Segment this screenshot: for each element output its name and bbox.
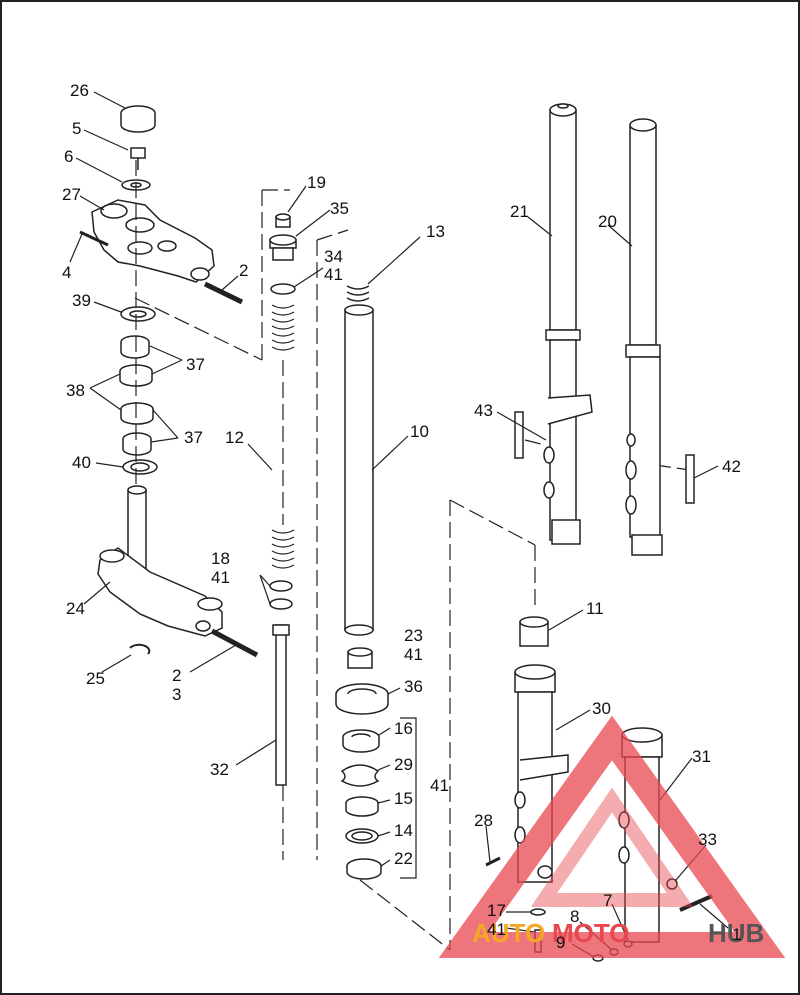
part-label-17: 17 bbox=[487, 901, 506, 920]
part-label-36: 36 bbox=[404, 677, 423, 696]
part-label-20: 20 bbox=[598, 212, 617, 231]
part-label-37-upper: 37 bbox=[186, 355, 205, 374]
part-label-5: 5 bbox=[72, 119, 81, 138]
part-label-12: 12 bbox=[225, 428, 244, 447]
upper-bracket-group bbox=[79, 105, 259, 658]
watermark-logo bbox=[438, 715, 786, 958]
part-label-27: 27 bbox=[62, 185, 81, 204]
part-label-37-lower: 37 bbox=[184, 428, 203, 447]
part-label-16: 16 bbox=[394, 719, 413, 738]
part-label-2-upper: 2 bbox=[239, 261, 248, 280]
part-label-8: 8 bbox=[570, 907, 579, 926]
part-label-3: 3 bbox=[172, 685, 181, 704]
part-label-39: 39 bbox=[72, 291, 91, 310]
part-label-29: 29 bbox=[394, 755, 413, 774]
part-label-9: 9 bbox=[556, 933, 565, 952]
watermark-text-moto: MOTO bbox=[552, 918, 630, 948]
part-label-1: 1 bbox=[732, 925, 741, 944]
part-label-22: 22 bbox=[394, 849, 413, 868]
part-label-7: 7 bbox=[603, 891, 612, 910]
part-label-13: 13 bbox=[426, 222, 445, 241]
part-label-34: 34 bbox=[324, 247, 343, 266]
part-label-28: 28 bbox=[474, 811, 493, 830]
part-label-14: 14 bbox=[394, 821, 413, 840]
part-label-32: 32 bbox=[210, 760, 229, 779]
watermark-text-hub: HUB bbox=[708, 918, 764, 948]
part-label-41-b: 41 bbox=[211, 568, 230, 587]
part-label-4: 4 bbox=[62, 263, 71, 282]
watermark-text-auto: AUTO bbox=[472, 918, 545, 948]
part-label-23: 23 bbox=[404, 626, 423, 645]
part-label-31: 31 bbox=[692, 747, 711, 766]
guide-lines bbox=[134, 160, 691, 951]
part-label-26: 26 bbox=[70, 81, 89, 100]
part-label-40: 40 bbox=[72, 453, 91, 472]
part-label-41-a: 41 bbox=[324, 265, 343, 284]
part-label-21: 21 bbox=[510, 202, 529, 221]
part-label-6: 6 bbox=[64, 147, 73, 166]
part-label-25: 25 bbox=[86, 669, 105, 688]
part-label-41-c: 41 bbox=[404, 645, 423, 664]
part-label-2-lower: 2 bbox=[172, 666, 181, 685]
part-label-11: 11 bbox=[586, 599, 604, 618]
leader-lines bbox=[69, 91, 729, 958]
part-label-15: 15 bbox=[394, 789, 413, 808]
part-label-43: 43 bbox=[474, 401, 493, 420]
part-label-42: 42 bbox=[722, 457, 741, 476]
part-label-41-d: 41 bbox=[430, 776, 449, 795]
part-label-35: 35 bbox=[330, 199, 349, 218]
part-labels: 26 5 6 27 4 2 39 37 38 37 40 24 25 2 3 1… bbox=[62, 81, 741, 952]
part-label-38: 38 bbox=[66, 381, 85, 400]
part-label-19: 19 bbox=[307, 173, 326, 192]
part-label-10: 10 bbox=[410, 422, 429, 441]
part-label-33: 33 bbox=[698, 830, 717, 849]
part-label-41-e: 41 bbox=[487, 920, 506, 939]
part-label-30: 30 bbox=[592, 699, 611, 718]
part-label-24: 24 bbox=[66, 599, 85, 618]
damper-group bbox=[269, 213, 389, 880]
part-label-18: 18 bbox=[211, 549, 230, 568]
